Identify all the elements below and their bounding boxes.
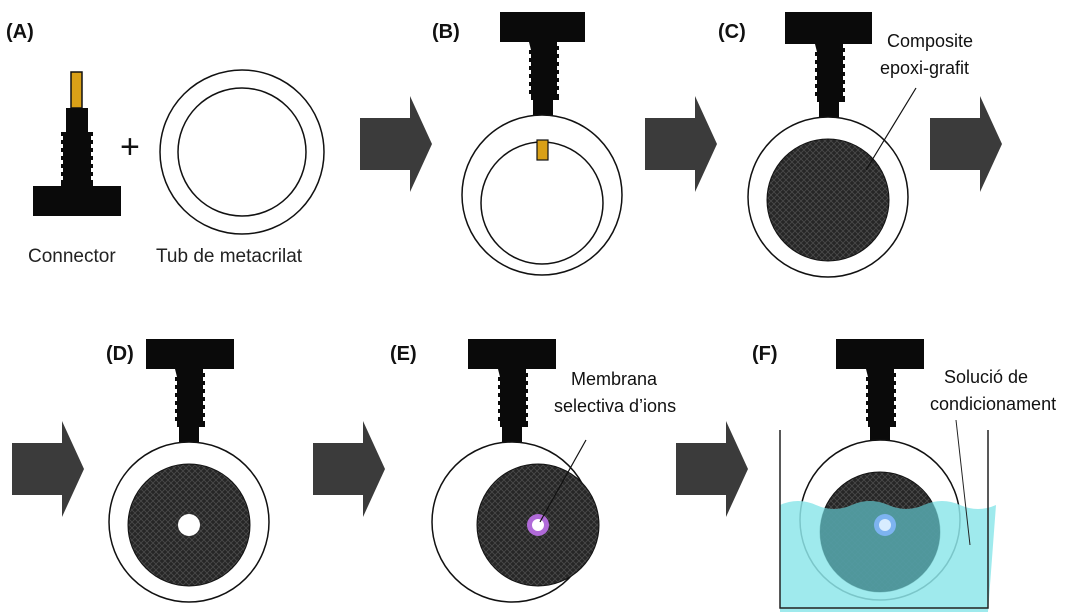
connector-neck bbox=[179, 422, 199, 444]
membrane-label-line2: selectiva d’ions bbox=[554, 396, 676, 416]
arrow-icon bbox=[930, 96, 1002, 192]
panel-a: (A) Connector + Tub de metacrilat bbox=[6, 21, 325, 267]
arrow-icon bbox=[676, 421, 748, 517]
connector-neck bbox=[66, 108, 88, 132]
membrane-center bbox=[879, 519, 891, 531]
connector-head bbox=[468, 339, 556, 369]
tube-caption: Tub de metacrilat bbox=[156, 246, 303, 267]
methacrylate-tube bbox=[159, 69, 325, 235]
beaker bbox=[779, 430, 989, 609]
panel-label-a: (A) bbox=[6, 21, 34, 43]
gold-pin bbox=[536, 139, 549, 161]
connector-thread bbox=[498, 369, 528, 427]
panel-d: (D) bbox=[106, 339, 270, 603]
panel-b: (B) bbox=[432, 12, 623, 276]
connector-neck bbox=[870, 422, 890, 444]
composite-label-line1: Composite bbox=[887, 31, 973, 51]
connector-upright bbox=[33, 71, 121, 216]
composite-fill bbox=[766, 138, 890, 262]
arrow-icon bbox=[645, 96, 717, 192]
panel-label-c: (C) bbox=[718, 21, 746, 43]
panel-label-f: (F) bbox=[752, 343, 778, 365]
panel-label-d: (D) bbox=[106, 343, 134, 365]
connector-head bbox=[836, 339, 924, 369]
connector-thread bbox=[61, 132, 93, 186]
callout-line bbox=[955, 419, 971, 546]
connector-thread bbox=[175, 369, 205, 427]
membrane-label-line1: Membrana bbox=[571, 369, 658, 389]
solution-label-line2: condicionament bbox=[930, 394, 1056, 414]
connector-thread bbox=[866, 369, 896, 427]
composite-label-line2: epoxi-grafit bbox=[880, 58, 969, 78]
panel-e: (E) Membrana selectiva d’ions bbox=[390, 339, 676, 603]
callout-line bbox=[865, 87, 917, 171]
plus-sign: + bbox=[120, 128, 140, 166]
connector-neck bbox=[502, 422, 522, 444]
panel-label-b: (B) bbox=[432, 21, 460, 43]
gold-pin bbox=[70, 71, 83, 109]
connector-head bbox=[146, 339, 234, 369]
arrow-icon bbox=[313, 421, 385, 517]
connector-thread bbox=[815, 44, 845, 102]
panel-label-e: (E) bbox=[390, 343, 417, 365]
connector-head bbox=[500, 12, 585, 42]
connector-thread bbox=[529, 42, 559, 100]
connector-neck bbox=[533, 96, 553, 120]
connector-head bbox=[33, 186, 121, 216]
solution-label-line1: Solució de bbox=[944, 367, 1028, 387]
connector-neck bbox=[819, 98, 839, 120]
cavity-hole bbox=[178, 514, 200, 536]
arrow-icon bbox=[12, 421, 84, 517]
panel-f: (F) Solució de condicionament bbox=[752, 339, 1056, 612]
panel-c: (C) Composite epoxi-grafit bbox=[718, 12, 973, 278]
membrane-center bbox=[532, 519, 544, 531]
arrow-icon bbox=[360, 96, 432, 192]
callout-line bbox=[539, 439, 587, 523]
connector-caption: Connector bbox=[28, 246, 116, 267]
connector-head bbox=[785, 12, 872, 44]
